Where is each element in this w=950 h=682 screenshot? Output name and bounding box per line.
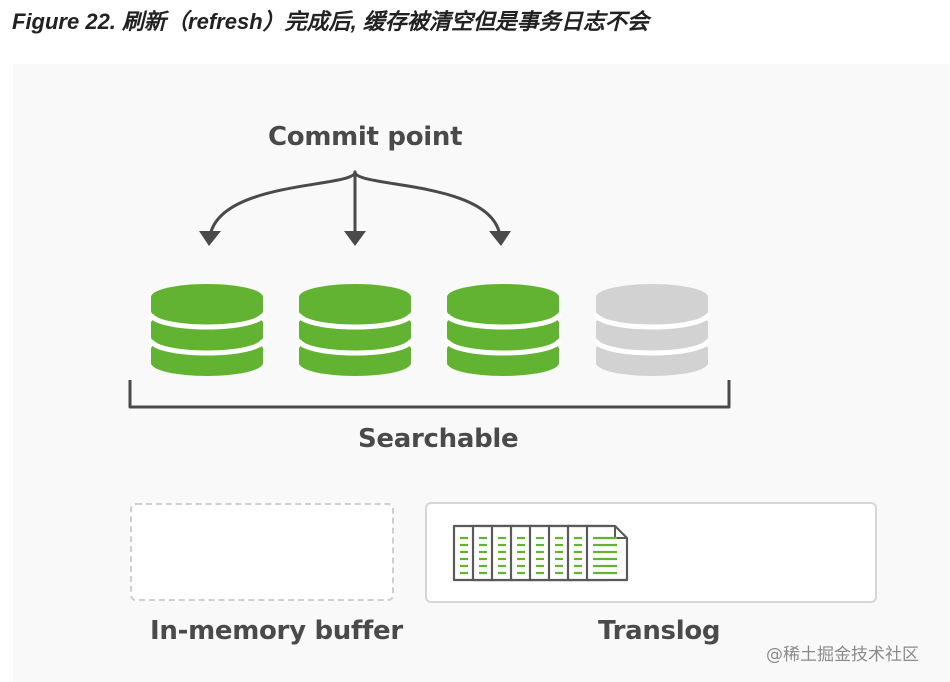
in-memory-buffer-box <box>130 503 394 601</box>
segment-1-committed <box>148 284 266 376</box>
segment-3-committed <box>444 284 562 376</box>
searchable-label: Searchable <box>358 424 519 454</box>
segment-group <box>148 284 711 376</box>
commit-arrows <box>208 170 502 238</box>
watermark: @稀土掘金技术社区 <box>766 645 919 665</box>
commit-point-label: Commit point <box>268 122 463 152</box>
arrow-to-segment-3 <box>353 170 502 238</box>
in-memory-buffer-label: In-memory buffer <box>150 616 403 646</box>
segment-4-uncommitted <box>593 284 711 376</box>
arrow-heads <box>199 231 511 246</box>
arrow-to-segment-1 <box>208 170 357 238</box>
searchable-bracket <box>128 380 731 409</box>
segment-2-committed <box>296 284 414 376</box>
arrow-head-1 <box>199 231 221 246</box>
translog-box <box>425 502 877 603</box>
translog-page-8 <box>585 524 629 582</box>
arrow-head-2 <box>344 231 366 246</box>
arrow-head-3 <box>489 231 511 246</box>
translog-pages-icon <box>452 524 629 582</box>
figure-caption: Figure 22. 刷新（refresh）完成后, 缓存被清空但是事务日志不会 <box>12 9 649 34</box>
translog-label: Translog <box>598 616 721 646</box>
